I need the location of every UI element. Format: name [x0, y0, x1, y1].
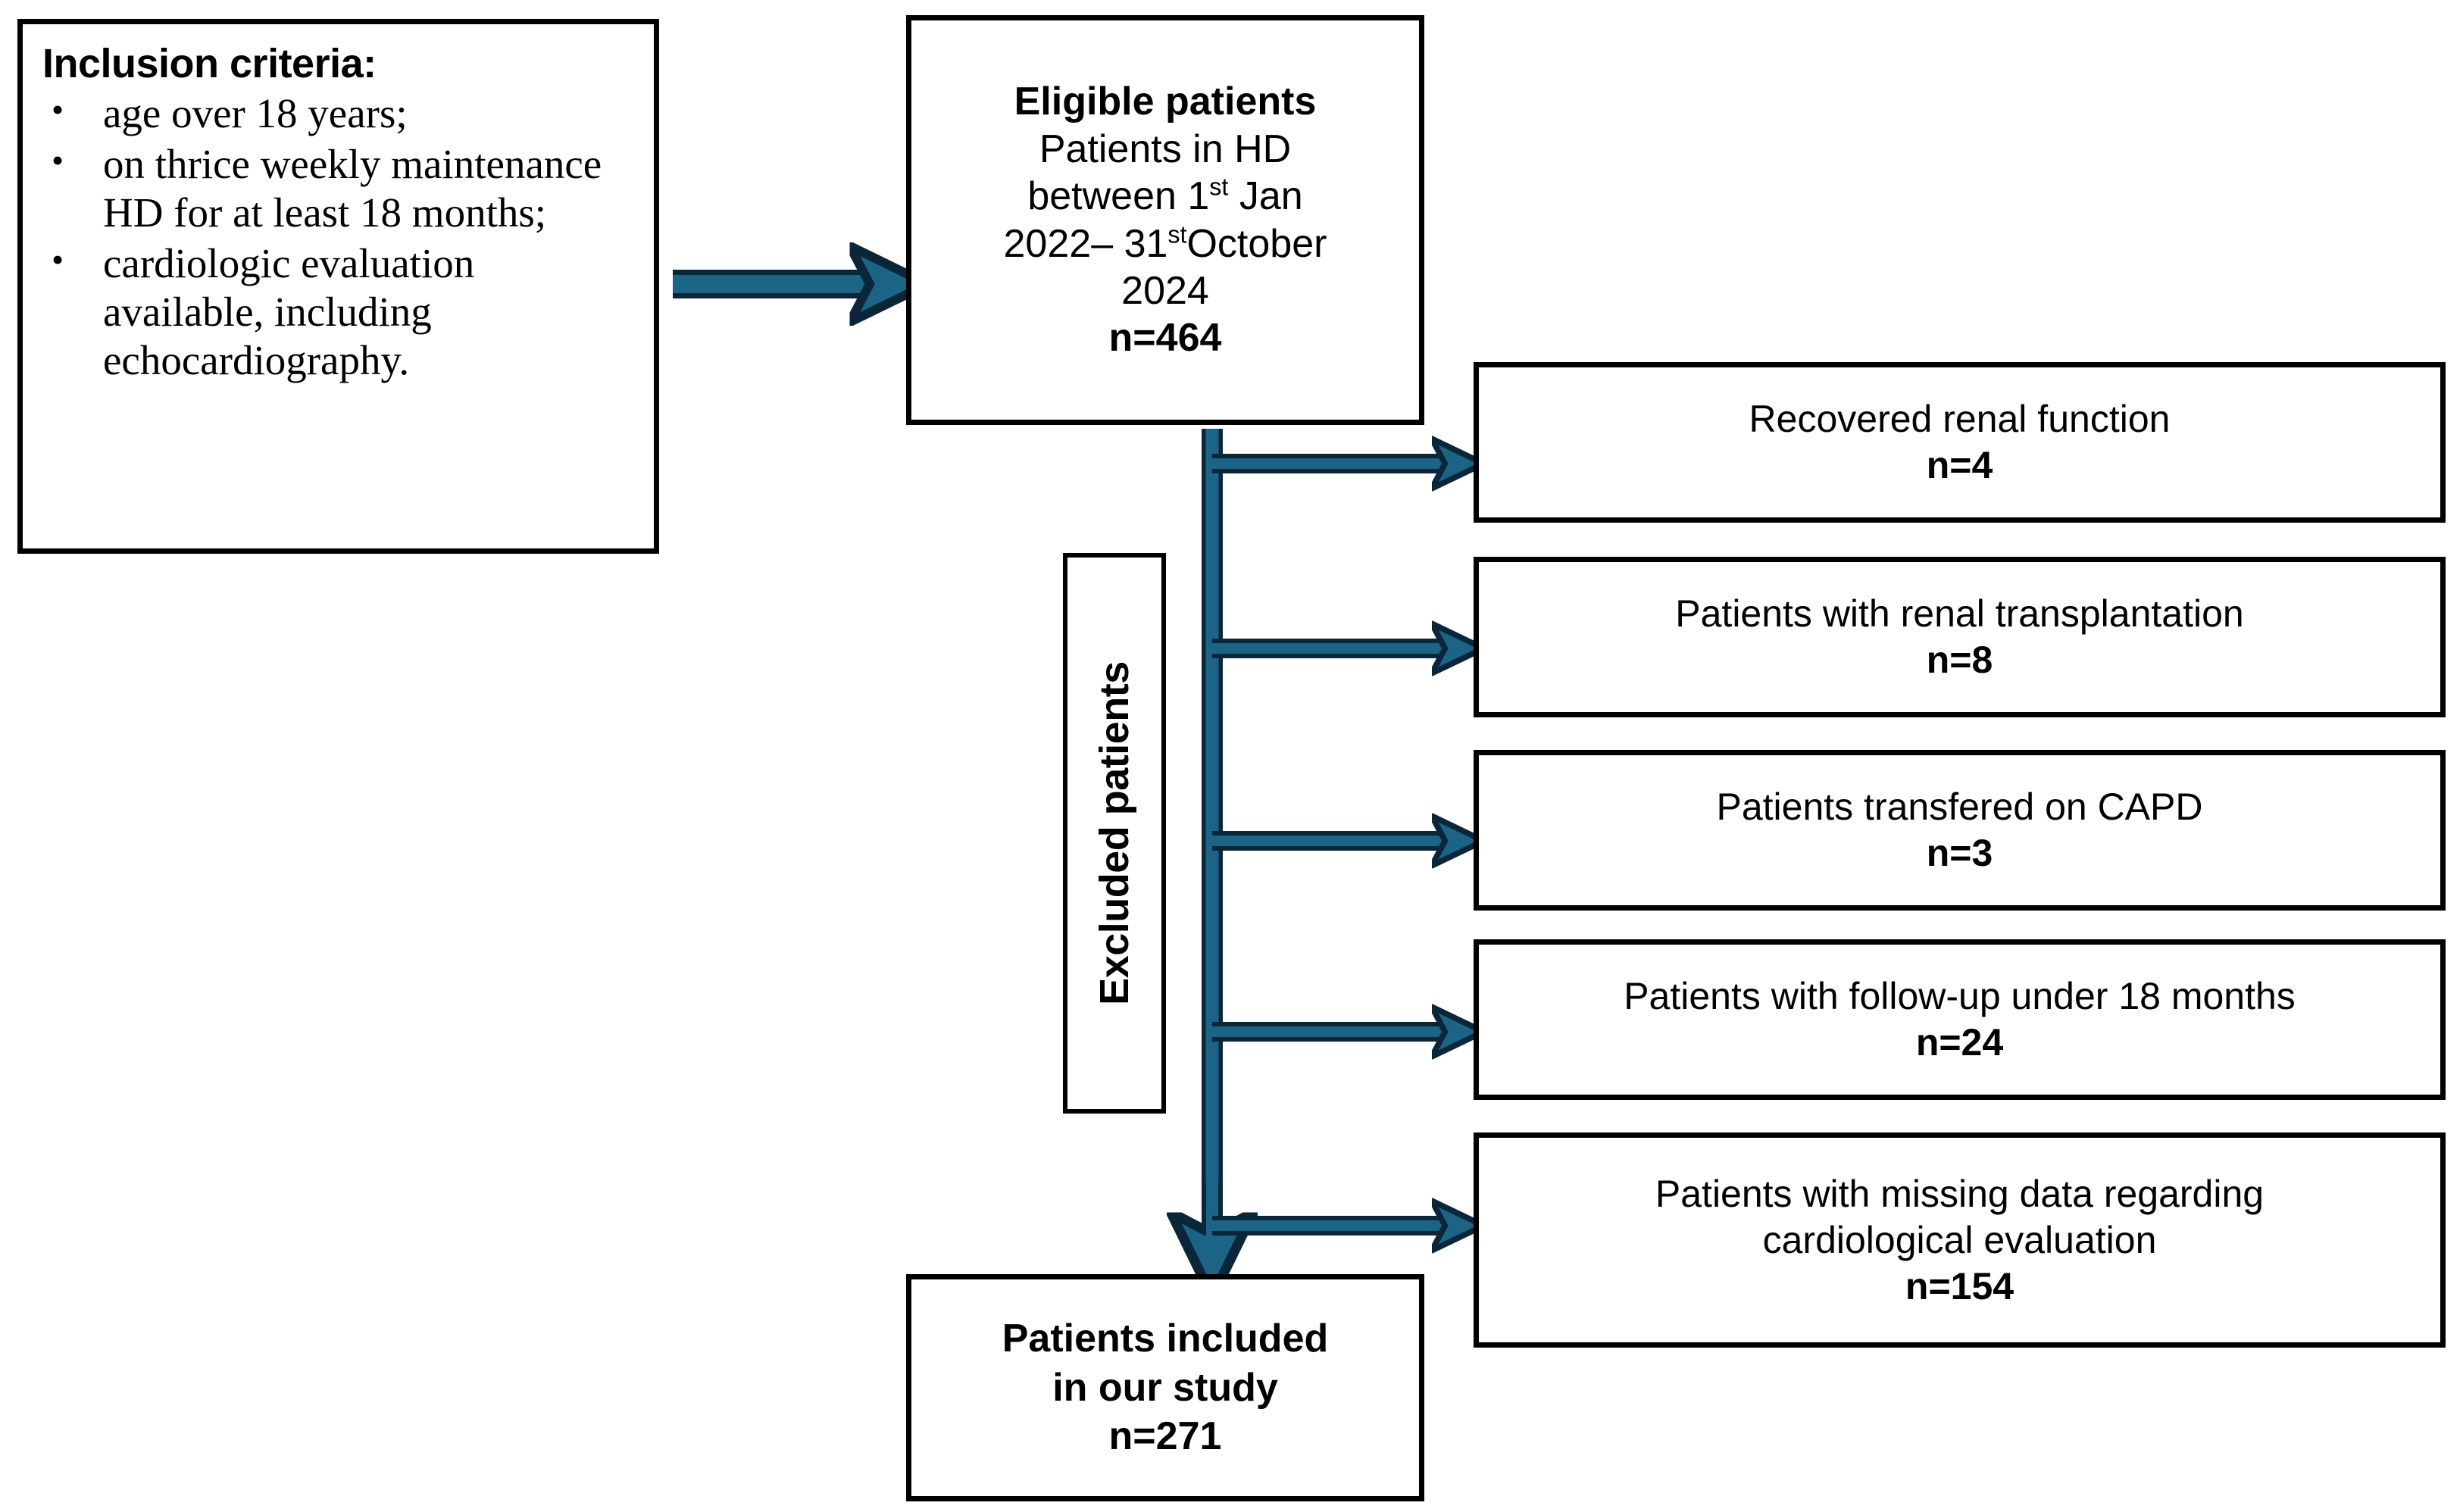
exclusion-count: n=4	[1926, 444, 1993, 486]
included-patients-line-2: in our study	[1052, 1365, 1278, 1410]
bullet-icon: •	[52, 140, 64, 180]
list-item-label: on thrice weekly maintenance HD for at l…	[103, 140, 602, 236]
excluded-patients-label-box: Excluded patients	[1063, 553, 1166, 1114]
exclusion-count: n=3	[1926, 832, 1993, 874]
eligible-patients-line-2: between 1st Jan	[1027, 173, 1302, 220]
eligible-patients-line-1: Patients in HD	[1039, 127, 1292, 171]
eligible-patients-count: n=464	[1108, 316, 1222, 361]
ordinal-suffix-st: st	[1209, 173, 1229, 201]
bullet-icon: •	[52, 90, 64, 130]
exclusion-box-missing-cardiological-data: Patients with missing data regarding car…	[1474, 1132, 2446, 1348]
exclusion-count: n=154	[1905, 1264, 2014, 1307]
bullet-icon: •	[52, 239, 64, 279]
eligible-line3-prefix: 2022– 31	[1003, 221, 1168, 266]
excluded-patients-label: Excluded patients	[1092, 661, 1137, 1005]
inclusion-criteria-heading: Inclusion criteria:	[42, 41, 377, 86]
inclusion-criteria-list: • age over 18 years; • on thrice weekly …	[42, 89, 634, 386]
list-item: • cardiologic evaluation available, incl…	[42, 239, 634, 386]
exclusion-count: n=24	[1915, 1021, 2004, 1064]
ordinal-suffix-st: st	[1167, 220, 1187, 248]
eligible-patients-line-3: 2022– 31stOctober	[1004, 220, 1327, 267]
eligible-patients-box: Eligible patients Patients in HD between…	[906, 15, 1424, 425]
list-item: • on thrice weekly maintenance HD for at…	[42, 140, 634, 238]
exclusion-label-line-2: cardiological evaluation	[1762, 1218, 2157, 1261]
exclusion-box-renal-transplantation: Patients with renal transplantation n=8	[1474, 557, 2446, 717]
inclusion-criteria-box: Inclusion criteria: • age over 18 years;…	[17, 19, 659, 554]
eligible-line3-suffix: October	[1186, 221, 1327, 266]
eligible-line2-prefix: between 1	[1027, 174, 1210, 219]
eligible-patients-line-4: 2024	[1121, 268, 1209, 313]
exclusion-label: Recovered renal function	[1749, 398, 2171, 440]
exclusion-label: Patients with missing data regarding	[1655, 1172, 2265, 1215]
list-item-label: cardiologic evaluation available, includ…	[103, 239, 475, 384]
included-patients-count: n=271	[1108, 1414, 1222, 1459]
included-patients-line-1: Patients included	[1002, 1317, 1329, 1361]
exclusion-label: Patients with renal transplantation	[1675, 592, 2244, 635]
exclusion-label: Patients with follow-up under 18 months	[1624, 975, 2296, 1017]
exclusion-label: Patients transfered on CAPD	[1716, 786, 2203, 828]
list-item-label: age over 18 years;	[103, 90, 408, 137]
eligible-patients-title: Eligible patients	[1014, 80, 1317, 124]
included-patients-box: Patients included in our study n=271	[906, 1274, 1424, 1501]
exclusion-box-followup-under-18-months: Patients with follow-up under 18 months …	[1474, 939, 2446, 1100]
eligible-line2-suffix: Jan	[1228, 174, 1303, 219]
exclusion-count: n=8	[1926, 639, 1993, 681]
exclusion-box-transfered-capd: Patients transfered on CAPD n=3	[1474, 750, 2446, 911]
list-item: • age over 18 years;	[42, 89, 634, 138]
exclusion-box-recovered-renal-function: Recovered renal function n=4	[1474, 362, 2446, 523]
